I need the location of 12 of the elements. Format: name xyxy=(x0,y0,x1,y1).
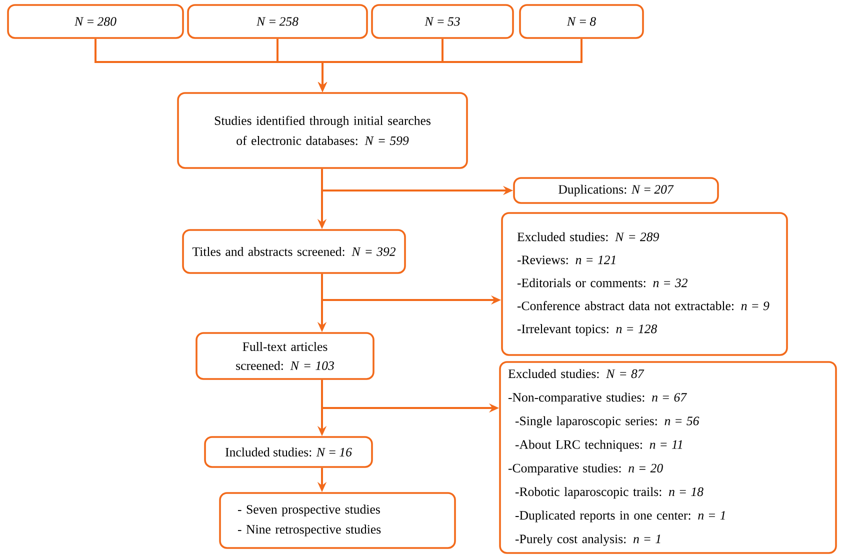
process-box: Excluded studies: N = 87 -Non-comparative studies: n = 67 -Single laparoscopic series: n = 56 -About LRC techniques: n = 11 -Comparative studies: n = 20 -Robotic laparoscopic trails: n = 18 -Duplicated reports in one center: n = 1 -Purely cost analysis: n = 1 xyxy=(499,361,837,554)
process-box: Included studies: N = 16 xyxy=(204,436,373,468)
process-box: N = 280 xyxy=(7,4,184,39)
process-box: Full-text articles screened: N = 103 xyxy=(196,332,374,380)
process-box: N = 53 xyxy=(371,4,514,39)
process-box: Excluded studies: N = 289 -Reviews: n = 121 -Editorials or comments: n = 32 -Conference abstract data not extractable: n = 9 -Irrelevant topics: n = 128 xyxy=(501,212,788,356)
process-box: N = 8 xyxy=(519,4,644,39)
process-box: Titles and abstracts screened: N = 392 xyxy=(182,229,406,274)
process-box: N = 258 xyxy=(187,4,368,39)
process-box: Studies identified through initial searches of electronic databases: N = 599 xyxy=(177,92,468,169)
process-box: - Seven prospective studies - Nine retrospective studies xyxy=(219,492,456,549)
process-box: Duplications: N = 207 xyxy=(513,177,719,204)
